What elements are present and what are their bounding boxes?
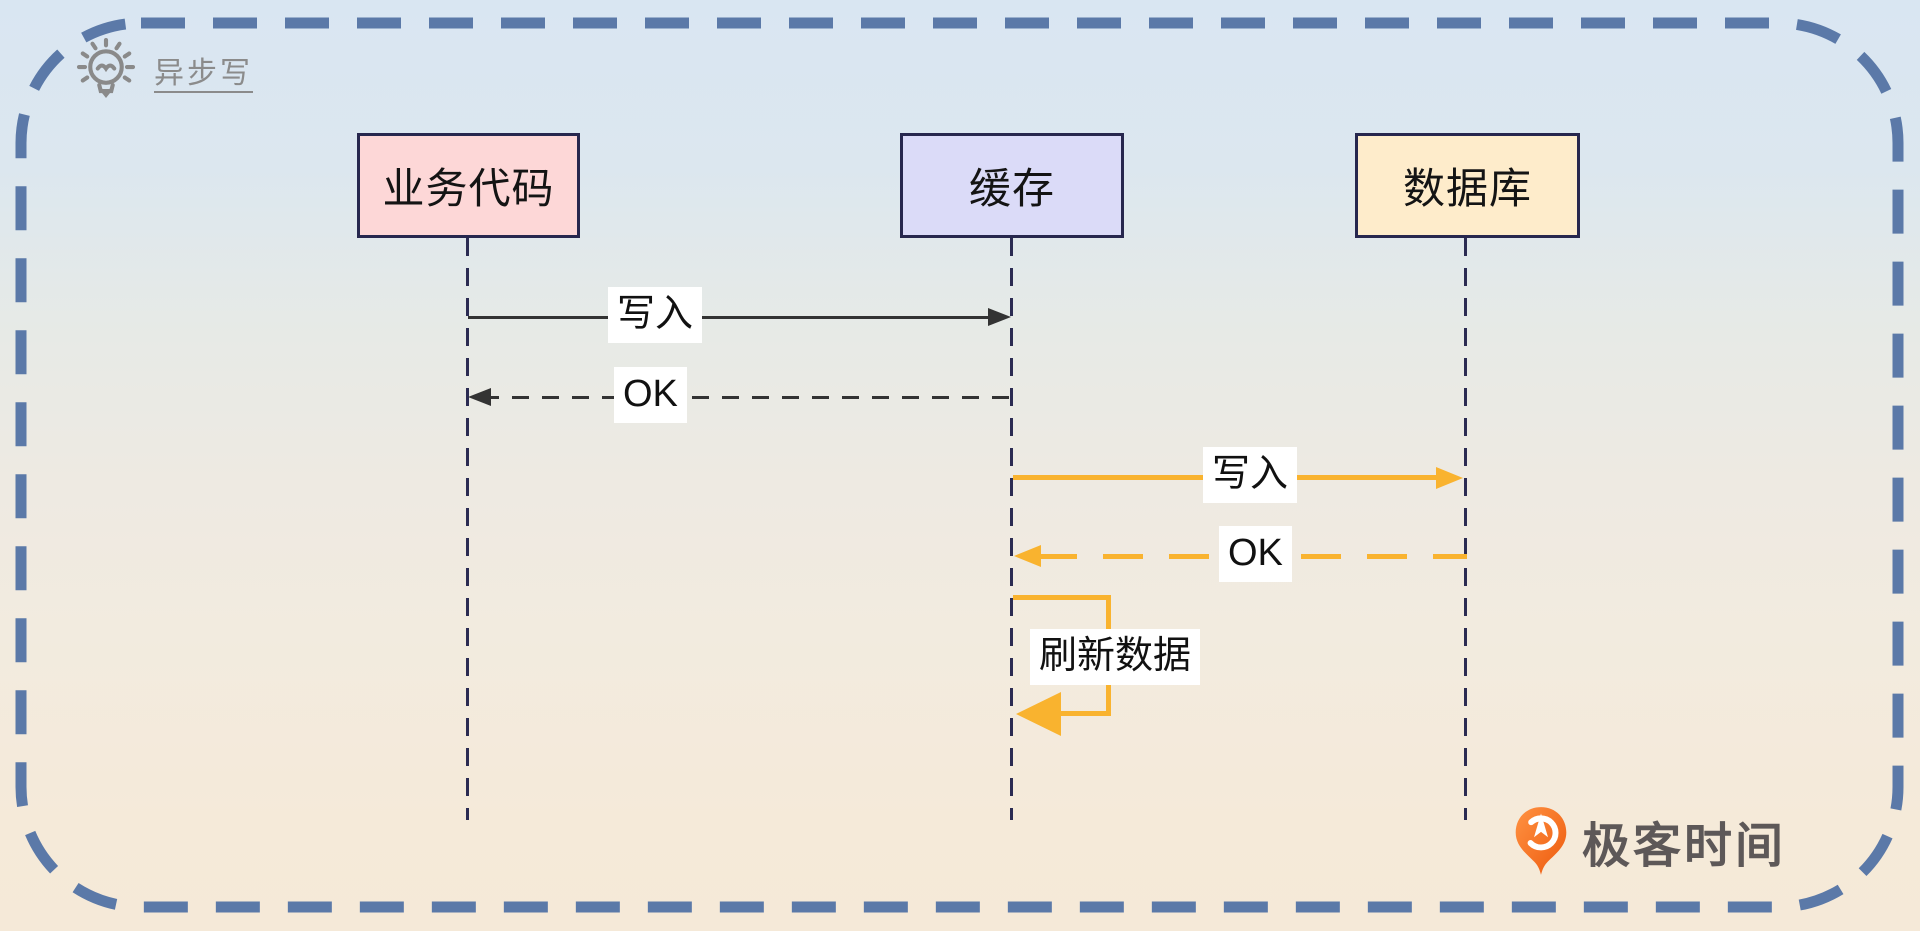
actor-database: 数据库 bbox=[1355, 133, 1580, 238]
diagram-title: 异步写 bbox=[76, 38, 253, 102]
lightbulb-icon bbox=[76, 38, 136, 99]
lifeline-database bbox=[1464, 238, 1467, 820]
page-title: 异步写 bbox=[154, 57, 253, 90]
actor-cache: 缓存 bbox=[900, 133, 1124, 238]
arrowhead-right-icon bbox=[988, 308, 1011, 326]
arrowhead-left-icon bbox=[468, 388, 491, 406]
message-label-write-db: 写入 bbox=[1203, 447, 1298, 503]
geektime-logo-icon bbox=[1515, 807, 1567, 875]
self-loop-bottom-line bbox=[1058, 711, 1111, 716]
arrowhead-right-icon bbox=[1436, 467, 1463, 489]
message-label-write-cache: 写入 bbox=[608, 287, 703, 343]
self-loop-top-line bbox=[1013, 595, 1111, 600]
message-line-write-cache bbox=[468, 316, 990, 319]
actor-business-code: 业务代码 bbox=[357, 133, 580, 238]
message-label-ok-business: OK bbox=[614, 367, 687, 423]
lifeline-business-code bbox=[466, 238, 469, 820]
lifeline-cache bbox=[1010, 238, 1013, 820]
message-label-ok-cache: OK bbox=[1219, 526, 1292, 582]
message-label-refresh-data: 刷新数据 bbox=[1030, 629, 1201, 685]
message-line-ok-business bbox=[482, 396, 1011, 399]
arrowhead-left-icon bbox=[1014, 545, 1041, 567]
brand-watermark: 极客时间 bbox=[1514, 806, 1786, 876]
brand-name: 极客时间 bbox=[1582, 820, 1787, 873]
arrowhead-left-icon bbox=[1016, 692, 1061, 736]
